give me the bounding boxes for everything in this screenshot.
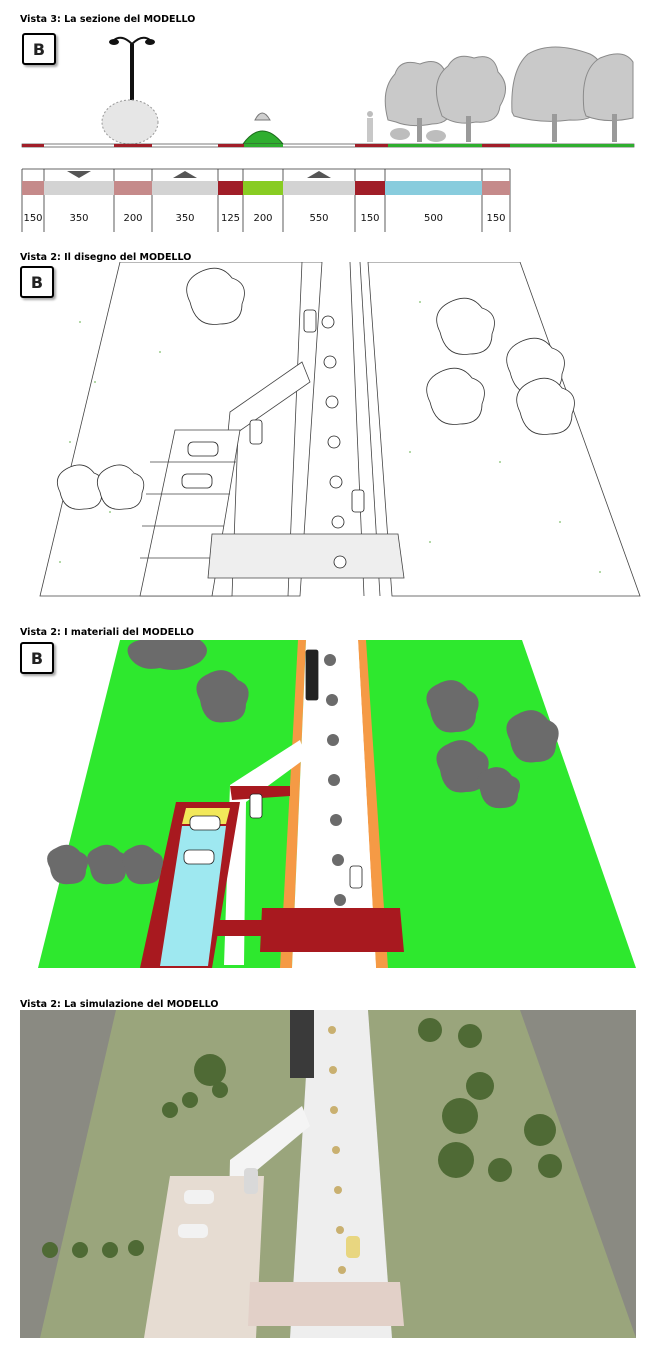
section-band xyxy=(243,181,283,195)
band-dim-label: 350 xyxy=(69,213,89,224)
plan-drawing xyxy=(0,262,663,598)
section-bands xyxy=(22,171,510,195)
band-dim-label: 500 xyxy=(423,213,444,224)
orange-strip xyxy=(358,640,388,968)
car-icon xyxy=(181,309,365,513)
materials-view-title: Vista 2: I materiali del MODELLO xyxy=(20,627,194,638)
orange-strip xyxy=(280,640,306,968)
promenade xyxy=(290,1010,392,1338)
section-view-badge: B xyxy=(22,33,56,65)
arrow-up-icon xyxy=(173,171,197,178)
lamp-row xyxy=(328,1026,346,1274)
car-icon xyxy=(183,649,363,889)
materials-drawing xyxy=(0,640,663,970)
section-band xyxy=(385,181,482,195)
band-dim-label: 150 xyxy=(360,213,380,224)
drawing-view-title: Vista 2: Il disegno del MODELLO xyxy=(20,252,192,263)
simulation-view-title: Vista 2: La simulazione del MODELLO xyxy=(20,999,219,1010)
band-dim-label: 200 xyxy=(123,213,143,224)
materials-view-badge: B xyxy=(20,642,54,674)
section-band xyxy=(482,181,510,195)
band-dim-label: 125 xyxy=(220,213,241,224)
bush-icon xyxy=(101,99,159,145)
section-band xyxy=(283,181,355,195)
red-corridor xyxy=(230,786,290,800)
section-band xyxy=(44,181,114,195)
green-mound-icon xyxy=(242,112,285,145)
simulation-render xyxy=(20,1010,636,1338)
red-plaza xyxy=(260,908,404,952)
section-drawing xyxy=(0,0,663,240)
street-lamp-icon xyxy=(109,36,155,146)
band-dim-label: 150 xyxy=(23,213,43,224)
section-band xyxy=(114,181,152,195)
paved-plaza xyxy=(248,1282,404,1326)
arrow-down-icon xyxy=(67,171,91,178)
lamp-row xyxy=(324,654,346,906)
paved-parking xyxy=(144,1176,264,1338)
section-band xyxy=(152,181,218,195)
section-band xyxy=(22,181,44,195)
lamp-row xyxy=(321,315,347,569)
person-icon xyxy=(367,111,373,142)
ground-line xyxy=(21,143,635,148)
tree-icon xyxy=(47,640,559,885)
car-icon xyxy=(178,1010,360,1258)
band-dim-label: 550 xyxy=(309,213,329,224)
section-band xyxy=(355,181,385,195)
red-link xyxy=(214,920,264,936)
band-dim-label: 200 xyxy=(253,213,273,224)
drawing-view-badge: B xyxy=(20,266,54,298)
tree-group-icon xyxy=(384,46,634,142)
band-dim-label: 150 xyxy=(486,213,506,224)
tree-icon xyxy=(56,267,575,510)
tree-icon xyxy=(42,1018,562,1258)
section-band xyxy=(218,181,243,195)
section-view-title: Vista 3: La sezione del MODELLO xyxy=(20,14,196,25)
dimension-frame xyxy=(21,168,511,232)
arrow-up-icon xyxy=(307,171,331,178)
band-dim-label: 350 xyxy=(175,213,195,224)
